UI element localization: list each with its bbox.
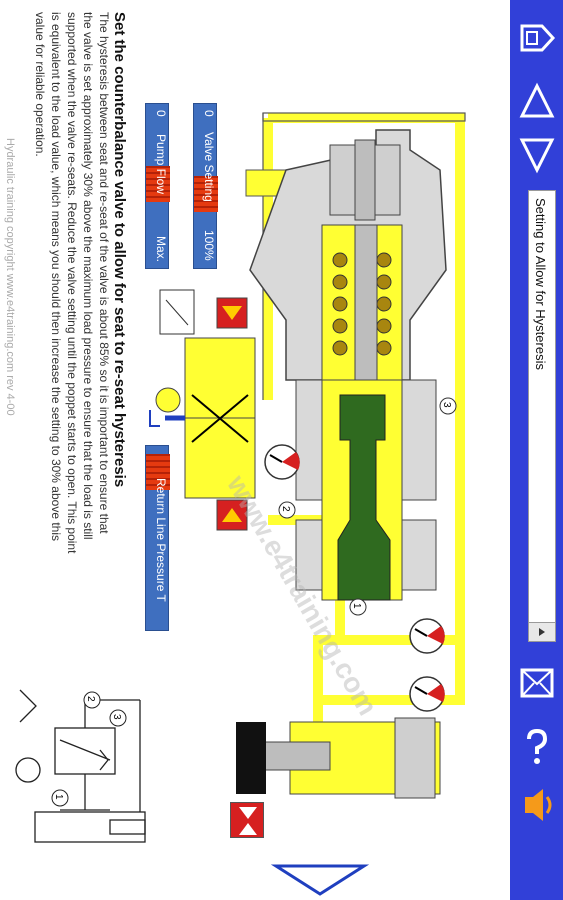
lesson-selector-value: Setting to Allow for Hysteresis [533, 198, 548, 370]
valve-setting-slider-thumb[interactable] [194, 176, 218, 212]
circuit-port-label-1: 1 [53, 794, 64, 800]
spring [332, 252, 392, 356]
poppet [337, 394, 391, 601]
oil-pipe-outline [262, 112, 466, 400]
home-icon [520, 24, 555, 52]
return-line-pressure-slider-thumb[interactable] [146, 454, 170, 490]
pressure-gauge-3 [409, 676, 445, 712]
pressure-gauge-1 [264, 444, 300, 480]
sound-button[interactable] [510, 782, 563, 828]
pump-flow-slider-thumb[interactable] [146, 166, 170, 202]
port-label-2: 2 [280, 506, 291, 512]
sound-icon [524, 789, 551, 821]
lesson-selector-dropdown-button[interactable] [528, 622, 556, 642]
pressure-gauge-2 [409, 618, 445, 654]
watermark: www.e4training.com [221, 470, 384, 721]
return-line-pressure-title: Return Line Pressure T [154, 478, 168, 602]
return-line-pressure-slider[interactable] [145, 445, 170, 631]
paragraph-line-5: value for reliable operation. [33, 12, 47, 157]
up-arrow-button[interactable] [510, 78, 563, 124]
valve-setting-title: Valve Setting [202, 132, 216, 202]
circuit-port-label-2: 2 [85, 696, 96, 702]
down-arrow-icon [519, 138, 554, 174]
lesson-selector[interactable] [528, 190, 556, 642]
port-label-3: 3 [441, 402, 452, 408]
valve-setting-min-label: 0 [202, 110, 216, 117]
up-down-arrows-icon [239, 807, 257, 835]
bottom-nav-arrow [270, 864, 370, 896]
circuit-port-markers [51, 691, 127, 807]
mail-button[interactable] [510, 660, 563, 706]
circuit-symbol-diagram [15, 689, 146, 843]
paragraph-line-1: The hysteresis between seat and re-seat … [97, 12, 111, 534]
circuit-port-label-3: 3 [111, 714, 122, 720]
cylinder-arrow-buttons[interactable] [230, 802, 264, 838]
pump-flow-slider[interactable] [145, 103, 170, 269]
paragraph-line-4: is equivalent to the load value, which m… [49, 12, 63, 542]
valve-setting-max-label: 100% [202, 230, 216, 261]
help-button[interactable] [510, 724, 563, 770]
valve-setting-slider[interactable] [193, 103, 218, 269]
port-label-1: 1 [351, 603, 362, 609]
oil-pipe-network [263, 113, 465, 742]
pump-flow-min-label: 0 [154, 110, 168, 117]
pump-flow-max-label: Max. [154, 236, 168, 263]
mail-icon [520, 668, 553, 698]
pilot-block [245, 169, 291, 197]
paragraph-line-2: the valve is set approximately 30% above… [81, 12, 95, 540]
pump-flow-title: Pump Flow [154, 134, 168, 195]
paragraph-line-3: supported when the valve re-seats. Reduc… [65, 12, 79, 554]
help-icon [526, 728, 547, 764]
home-button[interactable] [510, 15, 563, 61]
down-arrow-button[interactable] [510, 132, 563, 178]
chevron-down-icon [539, 628, 545, 636]
up-arrow-icon [519, 82, 554, 118]
instruction-title: Set the counterbalance valve to allow fo… [111, 12, 128, 488]
copyright-text: Hydraulic training copyright www.e4train… [4, 138, 16, 416]
hydraulic-cylinder [236, 717, 441, 799]
